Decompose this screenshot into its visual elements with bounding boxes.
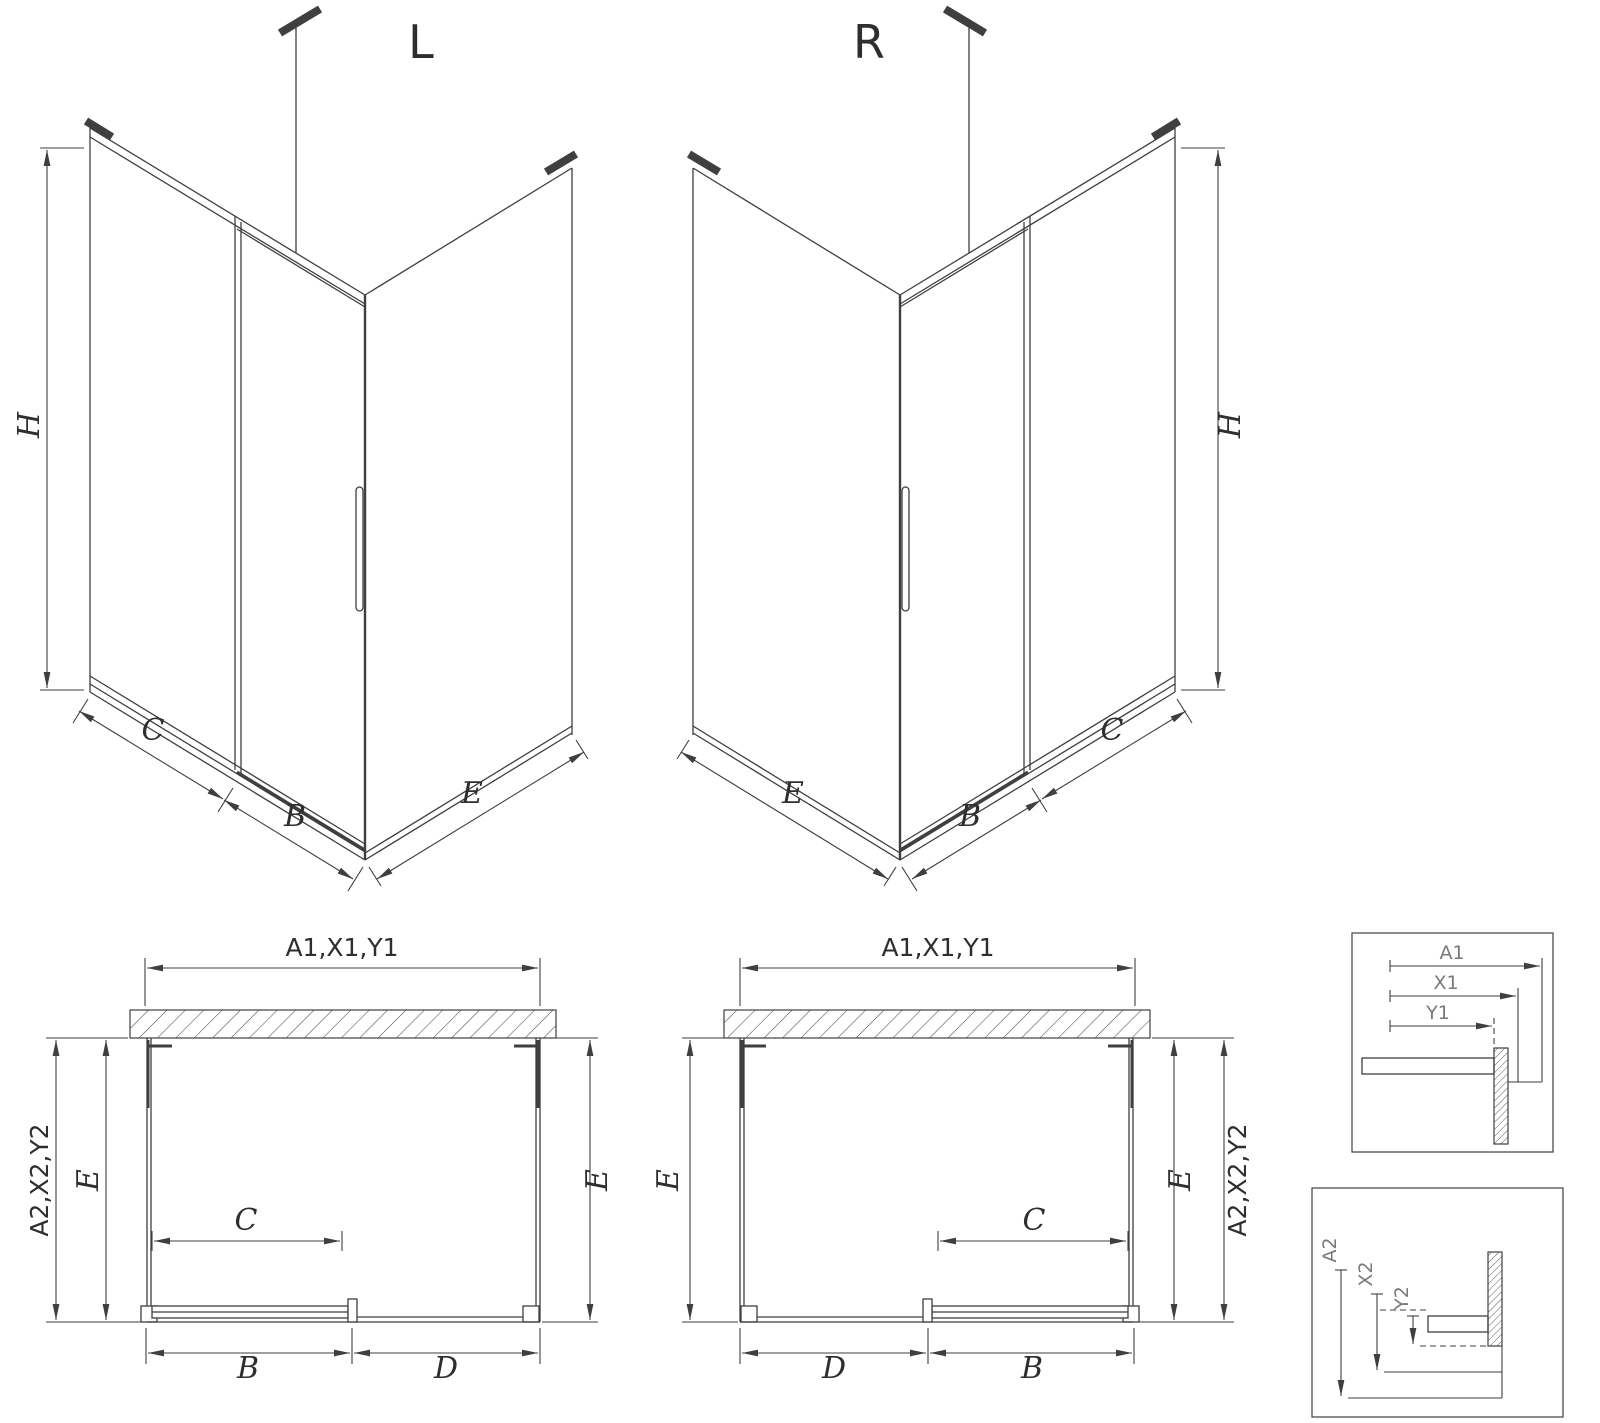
dim-label-depth-right: E — [1163, 1169, 1198, 1192]
dim-label-depth-outer: A2,X2,Y2 — [25, 1123, 54, 1236]
dim-label-d: D — [821, 1351, 846, 1386]
detail-frame — [1351, 932, 1554, 1153]
dim-label-c-right: C — [1101, 713, 1124, 748]
door-stop — [922, 1298, 933, 1323]
dim-label-x1: X1 — [1433, 972, 1458, 994]
panel-section — [1427, 1315, 1489, 1333]
dim-label-b-left: B — [283, 799, 306, 834]
dim-label-e-left: E — [460, 776, 483, 811]
dim-label-h-right: H — [1213, 411, 1248, 439]
plan-view-left: A1,X1,Y1 C B D A — [25, 933, 615, 1386]
panel-section — [1361, 1057, 1495, 1075]
variant-title-right: R — [853, 15, 885, 69]
dim-label-e-right: E — [781, 776, 804, 811]
dim-label-depth-left: E — [71, 1169, 106, 1192]
dim-label-c-left: C — [142, 713, 165, 748]
dim-label-d: D — [433, 1351, 458, 1386]
iso-view-right: R H C B — [676, 5, 1248, 892]
wall-bracket — [686, 150, 722, 176]
support-bracket — [942, 5, 988, 37]
detail-inset-top: A1 X1 Y1 — [1351, 932, 1554, 1153]
dim-label-h-left: H — [12, 411, 47, 439]
dim-label-b-right: B — [958, 799, 981, 834]
dim-label-a2: A2 — [1319, 1237, 1341, 1262]
dim-label-depth-left: E — [651, 1169, 686, 1192]
door-handle — [355, 486, 364, 612]
wall-bracket — [83, 117, 115, 141]
dim-label-y1: Y1 — [1425, 1002, 1450, 1024]
dim-label-depth-right: E — [580, 1169, 615, 1192]
door-stop — [347, 1298, 358, 1323]
corner-profile — [522, 1305, 540, 1323]
wall-section-hatched — [129, 1009, 557, 1039]
detail-inset-bottom: A2 X2 Y2 — [1311, 1187, 1564, 1418]
dim-label-b: B — [1020, 1351, 1043, 1386]
door-handle — [901, 486, 910, 612]
glass-section-hatched — [1487, 1251, 1503, 1347]
dim-label-width-top: A1,X1,Y1 — [285, 933, 398, 962]
dim-label-y2: Y2 — [1391, 1286, 1413, 1311]
dim-label-c: C — [1023, 1203, 1046, 1238]
support-bracket — [277, 5, 323, 37]
glass-section-hatched — [1493, 1047, 1509, 1145]
plan-view-right: A1,X1,Y1 C D B E — [651, 933, 1252, 1386]
dim-label-width-top: A1,X1,Y1 — [881, 933, 994, 962]
dim-label-x2: X2 — [1355, 1261, 1377, 1286]
iso-view-left: L H C B — [12, 5, 589, 892]
dim-label-a1: A1 — [1439, 942, 1464, 964]
dim-label-c: C — [235, 1203, 258, 1238]
wall-bracket — [543, 150, 579, 176]
corner-profile — [740, 1305, 758, 1323]
wall-section-hatched — [723, 1009, 1151, 1039]
dim-label-depth-outer: A2,X2,Y2 — [1223, 1123, 1252, 1236]
dim-label-b: B — [236, 1351, 259, 1386]
detail-frame — [1311, 1187, 1564, 1418]
variant-title-left: L — [408, 15, 434, 69]
wall-bracket — [1150, 117, 1182, 141]
